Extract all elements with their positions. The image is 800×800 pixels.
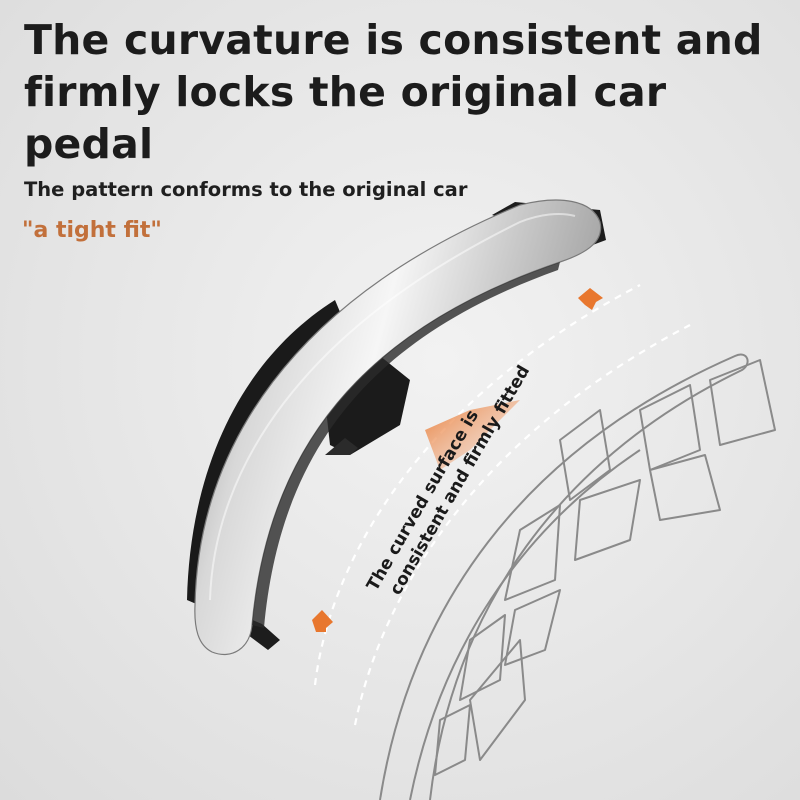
pedal-cover-icon [187, 199, 606, 656]
headline: The curvature is consistent and firmly l… [24, 16, 763, 168]
highlight-text: "a tight fit" [22, 218, 162, 243]
orange-arrow-icon [312, 288, 603, 632]
subline: The pattern conforms to the original car [24, 178, 468, 201]
pedal-outline-icon [379, 353, 776, 800]
